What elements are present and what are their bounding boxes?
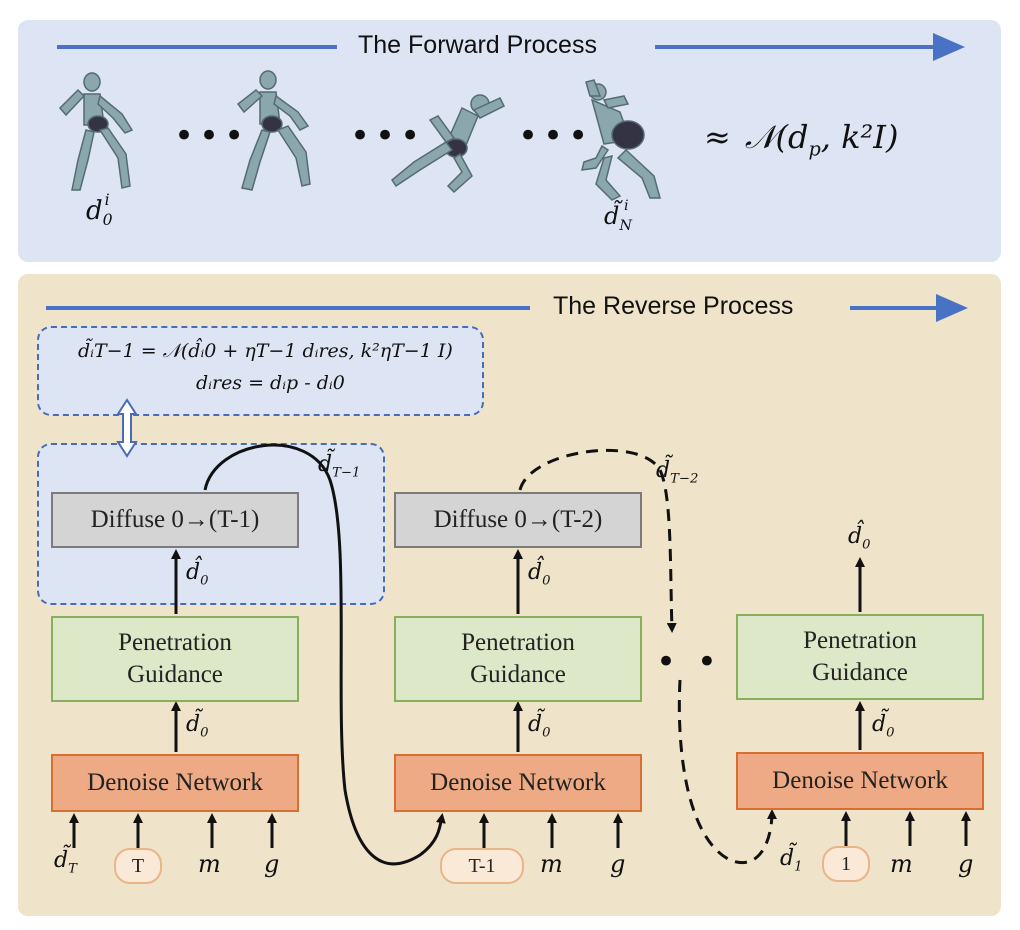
col2-hat-d0: d̂0 bbox=[528, 560, 551, 589]
pose-figure-2 bbox=[236, 70, 311, 191]
col3-output: d̂0 bbox=[848, 524, 871, 553]
forward-ellipsis-1: ••• bbox=[174, 116, 250, 156]
col2-tilde-d0: d̃0 bbox=[528, 712, 551, 741]
guidance-box-2: Penetration Guidance bbox=[394, 616, 642, 702]
double-arrow bbox=[116, 398, 138, 458]
forward-process-panel bbox=[18, 20, 1001, 262]
equation-region bbox=[37, 326, 484, 416]
col2-curve-label: d̃T−2 bbox=[656, 458, 699, 487]
reverse-equation-line1: d̃ᵢT−1 = 𝒩(d̂ᵢ0 + ηT−1 dᵢres, k²ηT−1 I) bbox=[78, 340, 453, 362]
col1-g: g bbox=[264, 850, 280, 878]
col1-hat-d0: d̂0 bbox=[186, 560, 209, 589]
col1-m: m bbox=[198, 850, 221, 878]
denoise-box-3: Denoise Network bbox=[736, 752, 984, 810]
dashed-curve-top bbox=[518, 448, 677, 633]
col1-step-pill: T bbox=[114, 848, 162, 884]
label-d0: d0i bbox=[86, 191, 113, 230]
pose-figure-4 bbox=[581, 79, 661, 201]
forward-distribution: ≈𝒩(dp, k²I) bbox=[704, 118, 899, 161]
forward-ellipsis-3: ••• bbox=[518, 116, 594, 156]
reverse-equation-line2: dᵢres = dᵢp - dᵢ0 bbox=[196, 372, 345, 394]
col1-input-d: d̃T bbox=[54, 848, 77, 877]
dashed-curve-bottom bbox=[677, 679, 777, 864]
forward-arrow-head bbox=[933, 33, 965, 61]
reverse-arrow-head bbox=[936, 294, 968, 322]
reverse-process-title: The Reverse Process bbox=[553, 292, 794, 320]
forward-process-title: The Forward Process bbox=[358, 31, 597, 59]
guidance-box-3: Penetration Guidance bbox=[736, 614, 984, 700]
solid-curve bbox=[203, 443, 446, 866]
denoise-box-2: Denoise Network bbox=[394, 754, 642, 812]
col1-tilde-d0: d̃0 bbox=[186, 712, 209, 741]
col1-curve-label: d̃T−1 bbox=[318, 452, 361, 481]
col3-step-pill: 1 bbox=[822, 846, 870, 882]
col2-m: m bbox=[540, 850, 563, 878]
pose-figure-1 bbox=[58, 72, 134, 191]
forward-ellipsis-2: ••• bbox=[350, 116, 426, 156]
col3-g: g bbox=[958, 850, 974, 878]
guidance-box-1: Penetration Guidance bbox=[51, 616, 299, 702]
col3-input-d: d̃1 bbox=[780, 846, 803, 875]
col3-m: m bbox=[890, 850, 913, 878]
pose-figure-3 bbox=[390, 94, 506, 194]
col2-g: g bbox=[610, 850, 626, 878]
diffuse-box-2: Diffuse 0→(T-2) bbox=[394, 492, 642, 548]
col2-step-pill: T-1 bbox=[440, 848, 524, 884]
label-dN: d̃Ni bbox=[604, 198, 632, 234]
denoise-box-1: Denoise Network bbox=[51, 754, 299, 812]
diffuse-box-1: Diffuse 0→(T-1) bbox=[51, 492, 299, 548]
col3-tilde-d0: d̃0 bbox=[872, 712, 895, 741]
